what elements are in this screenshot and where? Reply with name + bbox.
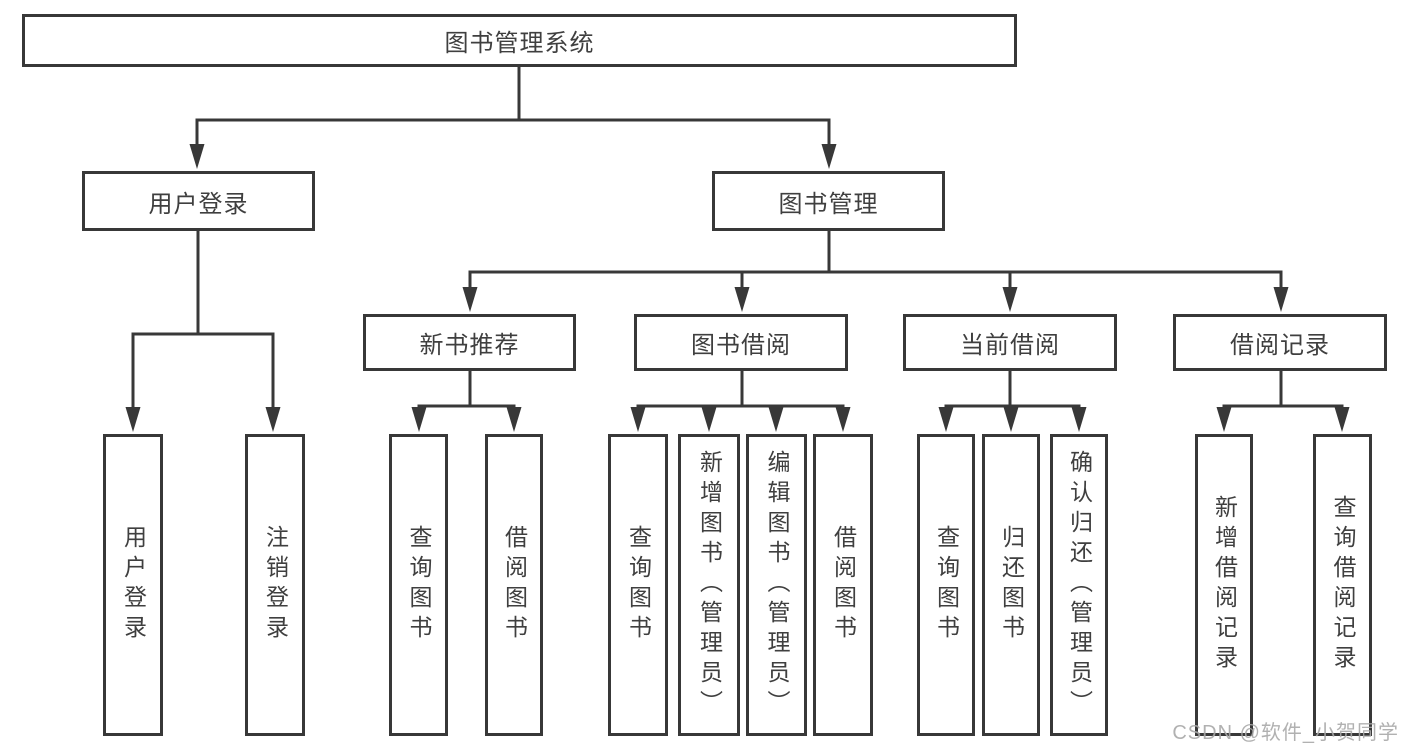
node-label: 注销登录	[262, 525, 289, 645]
node-borrow-records: 借阅记录	[1173, 314, 1387, 371]
node-leaf-add-borrow-record: 新增借阅记录	[1195, 434, 1253, 736]
node-label: 查询图书	[625, 525, 652, 645]
node-label: 归还图书	[998, 525, 1025, 645]
node-label: 借阅图书	[830, 525, 857, 645]
node-current-borrow: 当前借阅	[903, 314, 1117, 371]
node-label: 查询图书	[933, 525, 960, 645]
node-leaf-logout: 注销登录	[245, 434, 305, 736]
node-leaf-borrow-books: 借阅图书	[813, 434, 873, 736]
node-leaf-add-books-admin: 新增图书（管理员）	[678, 434, 740, 736]
node-leaf-query-books-borrow: 查询图书	[608, 434, 668, 736]
node-label: 新增图书（管理员）	[696, 450, 723, 720]
node-leaf-user-login: 用户登录	[103, 434, 163, 736]
node-new-book-recommend: 新书推荐	[363, 314, 576, 371]
node-user-login: 用户登录	[82, 171, 315, 231]
node-label: 新增借阅记录	[1211, 495, 1238, 675]
node-label: 借阅图书	[501, 525, 528, 645]
node-leaf-borrow-books-recommend: 借阅图书	[485, 434, 543, 736]
node-leaf-query-books-current: 查询图书	[917, 434, 975, 736]
node-label: 编辑图书（管理员）	[764, 450, 790, 720]
node-label: 确认归还（管理员）	[1066, 450, 1093, 720]
node-leaf-query-books-recommend: 查询图书	[389, 434, 448, 736]
csdn-watermark: CSDN @软件_小贺同学	[1172, 722, 1399, 744]
node-root-library-system: 图书管理系统	[22, 14, 1017, 67]
node-leaf-return-books: 归还图书	[982, 434, 1040, 736]
node-label: 查询借阅记录	[1330, 495, 1356, 675]
node-leaf-edit-books-admin: 编辑图书（管理员）	[746, 434, 807, 736]
node-label: 用户登录	[120, 525, 147, 645]
node-label: 查询图书	[406, 525, 432, 645]
node-book-management: 图书管理	[712, 171, 945, 231]
node-leaf-confirm-return-admin: 确认归还（管理员）	[1050, 434, 1108, 736]
node-leaf-query-borrow-record: 查询借阅记录	[1313, 434, 1372, 736]
node-book-borrow: 图书借阅	[634, 314, 848, 371]
